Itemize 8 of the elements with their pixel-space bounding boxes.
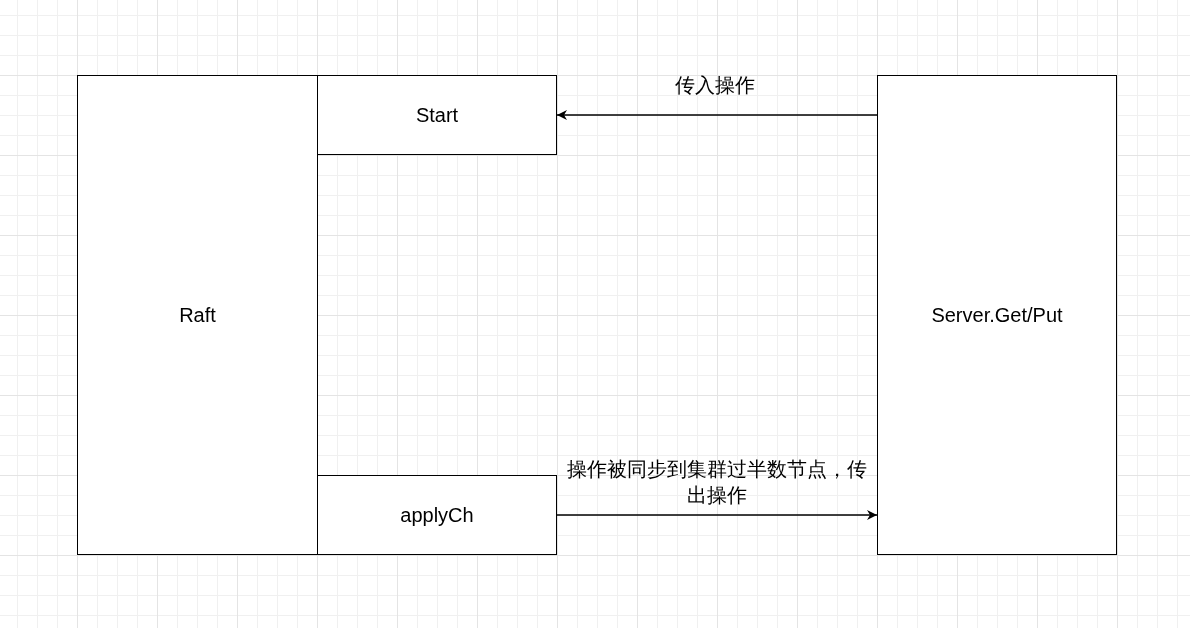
edge-label: 操作被同步到集群过半数节点，传出操作 <box>566 456 868 508</box>
server-box: Server.Get/Put <box>877 75 1117 555</box>
arrow <box>556 110 878 120</box>
arrow <box>556 510 878 520</box>
edge-label: 传入操作 <box>674 72 756 98</box>
channel-box: applyCh <box>317 475 557 555</box>
function-box: Start <box>317 75 557 155</box>
process-box: Raft <box>77 75 318 555</box>
